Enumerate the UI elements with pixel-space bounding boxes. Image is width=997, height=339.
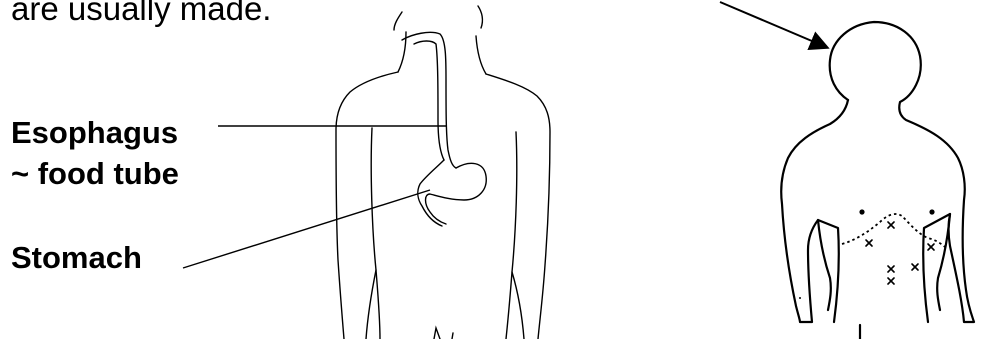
left-dot-mark bbox=[859, 209, 864, 214]
small-dot-mark bbox=[799, 297, 801, 299]
pointer-arrow bbox=[720, 2, 826, 47]
torso-outline bbox=[336, 6, 550, 339]
dotted-curve bbox=[842, 214, 946, 248]
right-dot-mark bbox=[929, 209, 934, 214]
stomach-leader-line bbox=[183, 190, 430, 268]
body-outline-figure bbox=[781, 22, 974, 339]
stomach-shape bbox=[418, 160, 486, 226]
esophagus-shape bbox=[402, 32, 456, 168]
